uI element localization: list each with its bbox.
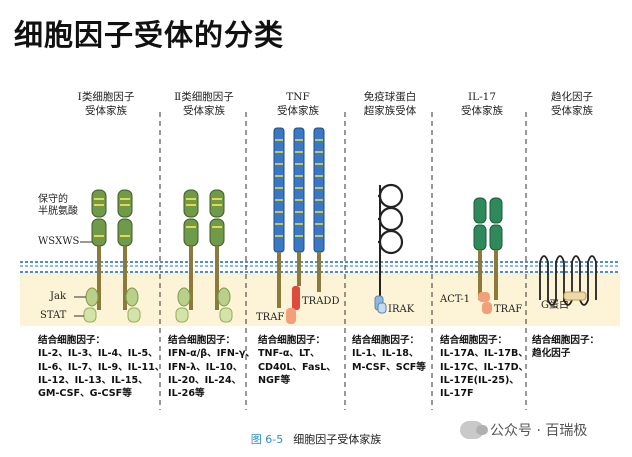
column-head-chemokine: 趋化因子 受体家族 [551,91,593,117]
column-head-il17: IL-17 受体家族 [461,91,503,117]
bind-list-chemokine: 结合细胞因子： 趋化因子 [532,335,600,360]
tnf-chain-3 [313,127,325,292]
watermark-text: 公众号 · 百瑞极 [490,423,588,439]
figure-caption: 图 6-5 细胞因子受体家族 [0,431,632,447]
stat-left [83,307,97,323]
il17-receptor [473,197,503,314]
tradd-label: TRADD [302,296,340,307]
tnf-receptor [273,127,325,324]
jak-left [85,287,99,307]
column-head-tnf: TNF 受体家族 [277,91,319,117]
act1-label: ACT-1 [440,294,470,305]
column-dividers [159,112,527,410]
stat-label: STAT [40,310,67,321]
stat-right [127,307,141,323]
tnf-chain-1 [273,127,285,308]
figure-title: 细胞因子受体家族 [293,433,382,446]
wechat-icon [460,421,488,439]
g-protein-label: G蛋白 [541,300,569,311]
traf-il17-block [482,302,492,314]
page-title: 细胞因子受体的分类 [14,18,285,52]
column-head-class-i: Ⅰ类细胞因子 受体家族 [77,91,135,117]
tnf-chain-2 [293,127,305,286]
class-i-chain-right [117,189,133,310]
bind-list-class-i: 结合细胞因子： IL-2、IL-3、IL-4、IL-5、 IL-6、IL-7、I… [38,335,165,400]
chemokine-receptor [539,255,597,306]
act1-block [478,292,490,302]
watermark: 公众号 · 百瑞极 [460,420,587,440]
conserved-cysteine-label: 保守的 半胱氨酸 [38,194,78,217]
class-ii-chain-left [183,189,199,310]
traf-label: TRAF [256,312,285,323]
column-head-ig: 免疫球蛋白 超家族受体 [363,91,417,117]
traf-il17-label: TRAF [494,304,523,315]
bind-list-class-ii: 结合细胞因子： IFN-α/β、IFN-γ、 IFN-λ、IL-10、 IL-2… [168,335,255,400]
wsxws-label: WSXWS [38,236,80,247]
jak-label: Jak [50,291,67,302]
class-i-receptor [74,189,141,323]
bind-list-il17: 结合细胞因子： IL-17A、IL-17B、 IL-17C、IL-17D、 IL… [440,335,529,400]
column-head-class-ii: Ⅱ类细胞因子 受体家族 [174,91,234,117]
irak-label: IRAK [388,304,415,315]
figure-number: 图 6-5 [250,433,284,446]
ig-receptor [378,183,404,300]
bind-list-tnf: 结合细胞因子： TNF-α、LT、 CD40L、FasL、 NGF等 [258,335,336,386]
class-ii-chain-right [209,189,225,310]
g-protein-block [563,291,587,301]
tradd-block [292,286,300,310]
class-i-chain-left [91,189,107,310]
traf-block [286,308,296,324]
class-ii-receptor [175,189,233,323]
bind-list-ig: 结合细胞因子： IL-1、IL-18、 M-CSF、SCF等 [352,335,426,373]
jak-right [125,287,139,307]
